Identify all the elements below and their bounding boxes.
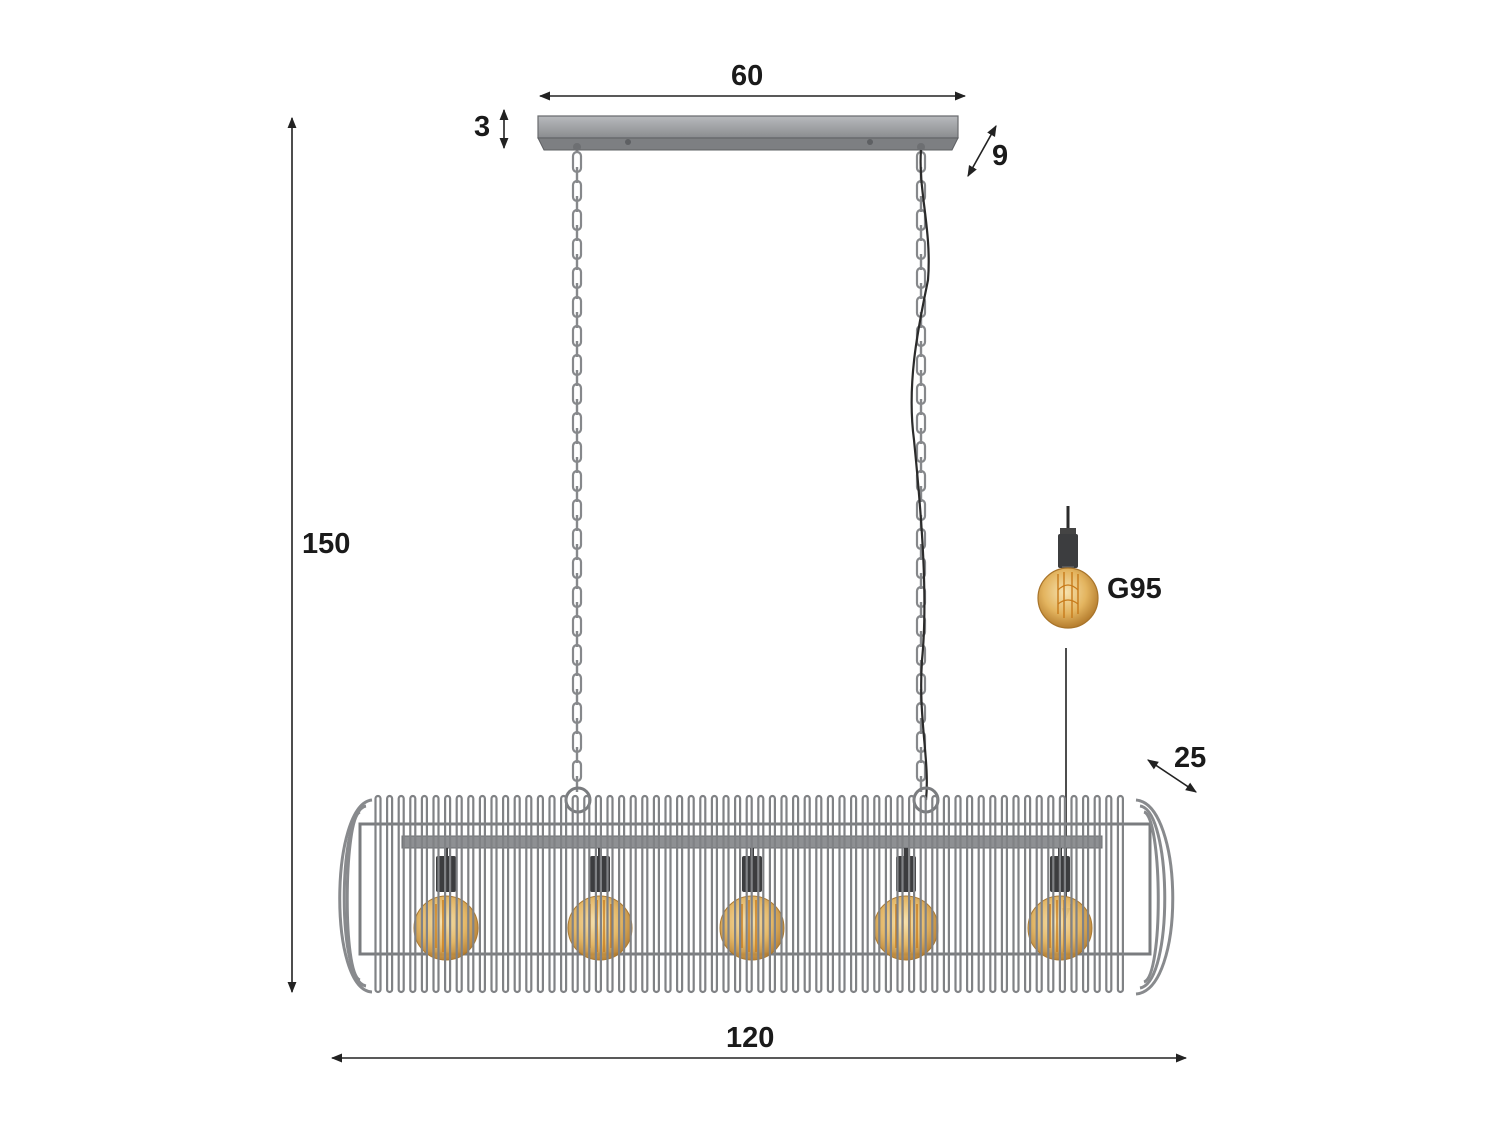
power-cable	[910, 149, 930, 801]
g95-bulb-icon	[1037, 506, 1099, 629]
canopy-width-label: 60	[731, 60, 764, 92]
ceiling-canopy	[537, 115, 959, 151]
cage-bars	[374, 794, 1125, 994]
canopy-depth-line	[967, 125, 997, 177]
bulb-type-label: G95	[1107, 573, 1162, 605]
canopy-depth-label: 9	[992, 140, 1009, 172]
shade-depth-line	[1147, 759, 1197, 793]
shade-width-label: 120	[726, 1022, 775, 1054]
total-height-label: 150	[302, 528, 351, 560]
shade-depth-label: 25	[1174, 742, 1207, 774]
suspension-chains	[571, 150, 927, 792]
dimension-lines	[287, 91, 1197, 1063]
canopy-height-label: 3	[474, 111, 491, 143]
